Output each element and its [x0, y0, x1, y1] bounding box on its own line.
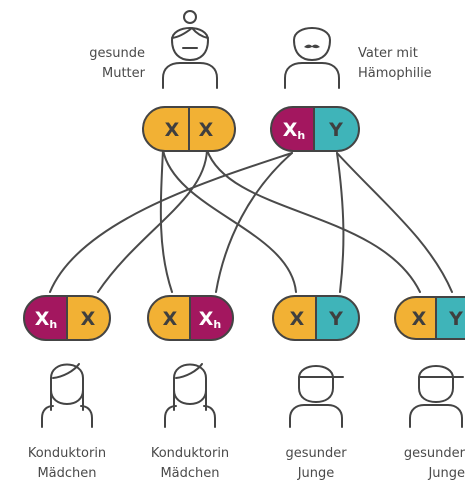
line-mother-left-to-child3 — [162, 149, 297, 293]
child-4-label-line1: gesunder — [404, 446, 465, 461]
boy-cap-icon — [289, 365, 344, 428]
child-4-label-line2: Junge — [427, 466, 465, 481]
mother-label-line2: Mutter — [102, 66, 146, 81]
child-2-allele-right: Xh — [199, 308, 222, 331]
child-3-label-line2: Junge — [297, 466, 335, 481]
woman-hair-bun-icon — [162, 10, 218, 89]
father-label-line2: Hämophilie — [358, 66, 432, 81]
child-1-allele-right: X — [81, 308, 96, 330]
child-4-allele-right: Y — [448, 308, 463, 330]
mother-allele-2: X — [199, 119, 214, 141]
child-3-label-line1: gesunder — [285, 446, 347, 461]
father-allele-pill: Xh Y — [270, 106, 360, 152]
line-father-y-to-child4 — [336, 152, 453, 293]
father-label-line1: Vater mit — [358, 46, 418, 61]
child-4-allele-pill: X Y — [394, 296, 465, 340]
line-father-y-to-child3 — [336, 152, 345, 293]
child-1-label-line1: Konduktorin — [28, 446, 106, 461]
child-2-allele-left: X — [163, 308, 178, 330]
line-father-x-to-child1 — [49, 152, 293, 293]
father-allele-xh: Xh — [283, 119, 306, 142]
child-2-label-line1: Konduktorin — [151, 446, 229, 461]
line-mother-right-to-child1 — [97, 149, 208, 293]
line-mother-left-to-child2 — [159, 149, 173, 293]
man-mustache-icon — [284, 27, 340, 89]
child-4-allele-left: X — [412, 308, 427, 330]
child-3-allele-right: Y — [328, 308, 343, 330]
inheritance-lines — [49, 149, 453, 293]
child-1-allele-left: Xh — [35, 308, 58, 331]
father-allele-y: Y — [328, 119, 343, 141]
line-mother-right-to-child4 — [206, 149, 421, 293]
child-1-label-line2: Mädchen — [37, 466, 96, 481]
girl-long-hair-icon — [164, 363, 216, 428]
child-2-allele-pill: X Xh — [147, 295, 234, 341]
child-2-label-line2: Mädchen — [160, 466, 219, 481]
mother-allele-pill: X X — [142, 106, 236, 152]
child-1-allele-pill: Xh X — [23, 295, 111, 341]
girl-long-hair-icon — [41, 363, 93, 428]
boy-cap-icon — [409, 365, 464, 428]
mother-label-line1: gesunde — [89, 46, 145, 61]
child-3-allele-left: X — [290, 308, 305, 330]
line-father-x-to-child2 — [215, 152, 293, 293]
mother-allele-1: X — [165, 119, 180, 141]
child-3-allele-pill: X Y — [272, 295, 360, 341]
